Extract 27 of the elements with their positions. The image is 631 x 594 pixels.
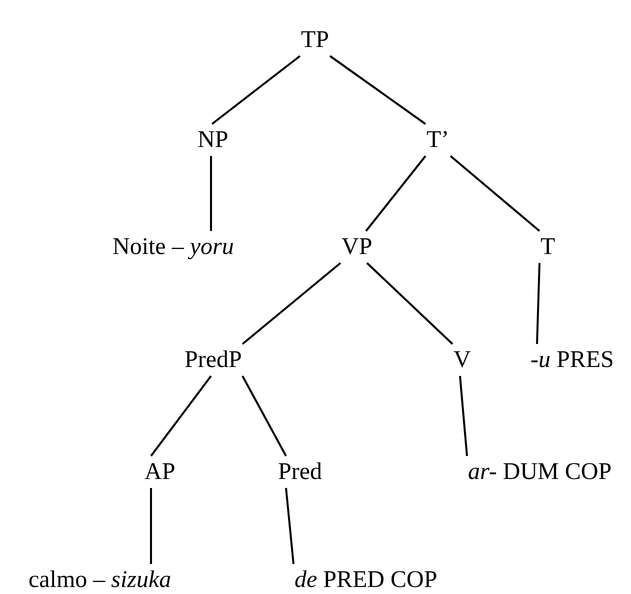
tree-node-label: NP [196, 126, 230, 154]
tree-branch-line [366, 262, 454, 345]
tree-node-label: Pred [277, 458, 323, 486]
tree-branch-line [150, 375, 212, 457]
tree-branch-line [329, 55, 426, 125]
tree-node-label: calmo – sizuka [28, 566, 172, 594]
tree-node-label: VP [340, 233, 374, 261]
tree-node-label: ar- DUM COP [467, 458, 613, 486]
tree-branch-line [150, 488, 152, 564]
tree-branch-line [211, 55, 301, 125]
tree-node-label: T [540, 233, 556, 261]
tree-branch-line [365, 155, 426, 232]
tree-node-label: -u PRES [530, 346, 615, 374]
tree-branch-line [459, 376, 468, 456]
tree-branch-line [210, 156, 212, 231]
tree-branch-line [242, 262, 342, 345]
tree-branch-line [242, 376, 287, 456]
tree-node-label: V [452, 346, 472, 374]
tree-branch-line [285, 488, 294, 564]
tree-node-label: T’ [426, 126, 450, 154]
tree-node-label: Noite – yoru [112, 233, 235, 261]
tree-branch-line [536, 262, 540, 344]
tree-node-label: de PRED COP [294, 566, 438, 594]
tree-node-label: TP [300, 26, 330, 54]
tree-node-label: AP [144, 458, 176, 486]
tree-node-label: PredP [184, 346, 243, 374]
tree-branch-line [450, 155, 540, 232]
